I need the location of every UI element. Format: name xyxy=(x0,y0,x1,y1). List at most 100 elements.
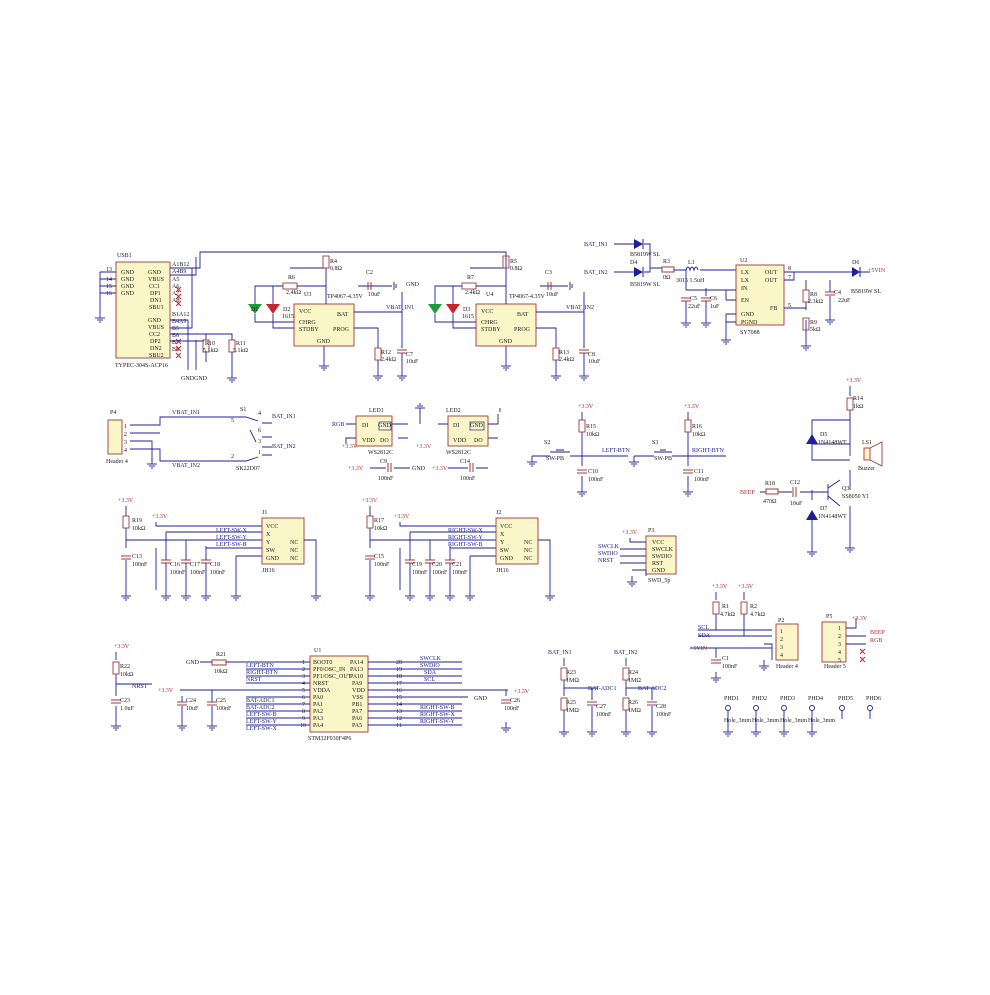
svg-text:+3.3V: +3.3V xyxy=(712,584,728,590)
svg-text:C11: C11 xyxy=(694,469,704,475)
svg-text:P3: P3 xyxy=(648,528,654,534)
svg-text:C7: C7 xyxy=(406,352,413,358)
svg-text:BAT-ADC1: BAT-ADC1 xyxy=(588,686,616,692)
svg-text:DI: DI xyxy=(362,423,368,429)
svg-text:+3.3V: +3.3V xyxy=(348,466,364,472)
svg-text:LX: LX xyxy=(741,278,750,284)
svg-text:13: 13 xyxy=(106,267,112,273)
svg-text:Q3: Q3 xyxy=(842,486,849,492)
svg-text:NC: NC xyxy=(290,548,298,554)
svg-text:BAT-ADC2: BAT-ADC2 xyxy=(246,705,274,711)
svg-text:1: 1 xyxy=(124,424,127,430)
svg-text:10kΩ: 10kΩ xyxy=(132,526,146,532)
svg-text:DN1: DN1 xyxy=(150,298,162,304)
svg-text:100nF: 100nF xyxy=(460,476,476,482)
svg-text:RIGHT-BTN: RIGHT-BTN xyxy=(692,448,724,454)
boost-converter: BAT_IN1 BAT_IN2 B5819W SL D4 B5819W SL R… xyxy=(584,239,886,351)
svg-text:1MΩ: 1MΩ xyxy=(628,708,641,714)
svg-text:PA14: PA14 xyxy=(350,660,363,666)
svg-text:IN: IN xyxy=(741,286,748,292)
svg-text:STM32F030F4P6: STM32F030F4P6 xyxy=(308,736,351,742)
svg-text:C15: C15 xyxy=(374,554,384,560)
svg-text:100nF: 100nF xyxy=(190,570,206,576)
svg-text:2.4kΩ: 2.4kΩ xyxy=(465,290,481,296)
svg-text:BAT-ADC2: BAT-ADC2 xyxy=(638,686,666,692)
svg-text:22uF: 22uF xyxy=(688,304,701,310)
svg-text:X: X xyxy=(500,532,505,538)
svg-text:VDDA: VDDA xyxy=(313,688,331,694)
mounting-holes: PHD1 PHD2 PHD3 PHD4 PHD5 PHD6 Hole_3mm H… xyxy=(722,696,881,737)
svg-text:VCC: VCC xyxy=(299,309,311,315)
svg-text:CC1: CC1 xyxy=(149,284,160,290)
svg-text:0Ω: 0Ω xyxy=(663,275,671,281)
mcu-right-nets: SWCLK SWDIO SDA SCL RIGHT-SW-B RIGHT-SW-… xyxy=(420,656,455,725)
push-buttons: +3.3V R15 10kΩ S2 SW-PB LEFT-BTN C10 100… xyxy=(526,404,726,497)
svg-text:BEEP: BEEP xyxy=(870,630,885,636)
svg-text:8: 8 xyxy=(788,266,791,272)
svg-text:LEFT-BTN: LEFT-BTN xyxy=(602,448,630,454)
svg-text:6: 6 xyxy=(258,428,261,434)
svg-text:14: 14 xyxy=(396,702,402,708)
svg-text:LEFT-SW-Y: LEFT-SW-Y xyxy=(246,719,277,725)
svg-text:LEFT-SW-B: LEFT-SW-B xyxy=(246,712,276,718)
svg-text:C4: C4 xyxy=(834,290,841,296)
rgb-leds: RGB LED1 LED2 DI VDD GND DO DI VDD GND D… xyxy=(332,403,501,482)
svg-text:GND: GND xyxy=(121,284,135,290)
battery-header-switch: P4 Header 4 1 2 3 4 VBAT_IN1 VBAT_IN2 S1… xyxy=(106,407,296,472)
svg-text:2.4kΩ: 2.4kΩ xyxy=(286,290,302,296)
svg-text:FB: FB xyxy=(770,306,777,312)
usb-connector: USB1 TYPEC-304S-ACP16 13 14 15 16 GND GN… xyxy=(94,251,507,383)
svg-text:B5819W SL: B5819W SL xyxy=(630,252,660,258)
svg-text:Hole_3mm: Hole_3mm xyxy=(724,718,751,724)
svg-text:Header 4: Header 4 xyxy=(106,459,128,465)
svg-text:3: 3 xyxy=(838,642,841,648)
svg-text:100nF: 100nF xyxy=(656,712,672,718)
svg-text:PA13: PA13 xyxy=(350,667,363,673)
svg-text:A7: A7 xyxy=(172,291,179,297)
svg-text:S1: S1 xyxy=(240,407,246,413)
svg-text:GND: GND xyxy=(406,282,420,288)
svg-text:NRST: NRST xyxy=(132,684,148,690)
svg-text:100nF: 100nF xyxy=(210,570,226,576)
svg-text:D3: D3 xyxy=(463,307,470,313)
svg-text:PA6: PA6 xyxy=(352,716,362,722)
svg-text:C20: C20 xyxy=(432,562,442,568)
svg-text:1: 1 xyxy=(302,660,305,666)
svg-text:B4A9: B4A9 xyxy=(172,319,186,325)
svg-text:3015 1.5uH: 3015 1.5uH xyxy=(676,278,705,284)
svg-text:8: 8 xyxy=(302,709,305,715)
svg-text:20: 20 xyxy=(396,660,402,666)
svg-text:22uF: 22uF xyxy=(838,298,851,304)
svg-text:C18: C18 xyxy=(210,562,220,568)
svg-text:100nF: 100nF xyxy=(132,562,148,568)
header-5: P5 Header 5 1 2 3 4 5 +3.3V BEEP RGB xyxy=(821,614,885,670)
buzzer-driver: +3.3V R14 1kΩ D5 1N4148WT LS1 Buzzer BEE… xyxy=(740,378,883,557)
svg-text:R19: R19 xyxy=(132,518,142,524)
svg-text:13: 13 xyxy=(396,709,402,715)
svg-text:+3.3V: +3.3V xyxy=(362,498,378,504)
svg-text:PA1: PA1 xyxy=(313,702,323,708)
svg-text:2.4kΩ: 2.4kΩ xyxy=(381,357,397,363)
svg-text:RGB: RGB xyxy=(332,422,344,428)
svg-text:LED1: LED1 xyxy=(369,408,384,414)
svg-text:16: 16 xyxy=(106,291,112,297)
svg-text:SCL: SCL xyxy=(698,625,709,631)
svg-text:+3.3V: +3.3V xyxy=(846,378,862,384)
svg-text:LEFT-SW-X: LEFT-SW-X xyxy=(216,528,247,534)
svg-text:DO: DO xyxy=(380,438,389,444)
svg-text:D2: D2 xyxy=(283,307,290,313)
usb-part: TYPEC-304S-ACP16 xyxy=(115,363,168,369)
svg-text:+3.3V: +3.3V xyxy=(852,616,868,622)
mcu-right-pins: PA14 PA13 PA10 PA9 VDD VSS PB1 PA7 PA6 P… xyxy=(350,660,366,729)
svg-text:10kΩ: 10kΩ xyxy=(374,526,388,532)
svg-text:C1: C1 xyxy=(722,656,729,662)
svg-text:EN: EN xyxy=(741,298,750,304)
svg-text:VBUS: VBUS xyxy=(148,325,164,331)
i2c-header: +3.3V +3.3V R1 4.7kΩ R2 4.7kΩ SCL SDA +5… xyxy=(690,584,799,683)
svg-text:R7: R7 xyxy=(467,275,474,281)
svg-text:10uF: 10uF xyxy=(186,706,199,712)
svg-text:RIGHT-SW-Y: RIGHT-SW-Y xyxy=(448,535,483,541)
svg-text:100nF: 100nF xyxy=(378,476,394,482)
svg-text:PF1/OSC_OUT: PF1/OSC_OUT xyxy=(313,674,352,680)
